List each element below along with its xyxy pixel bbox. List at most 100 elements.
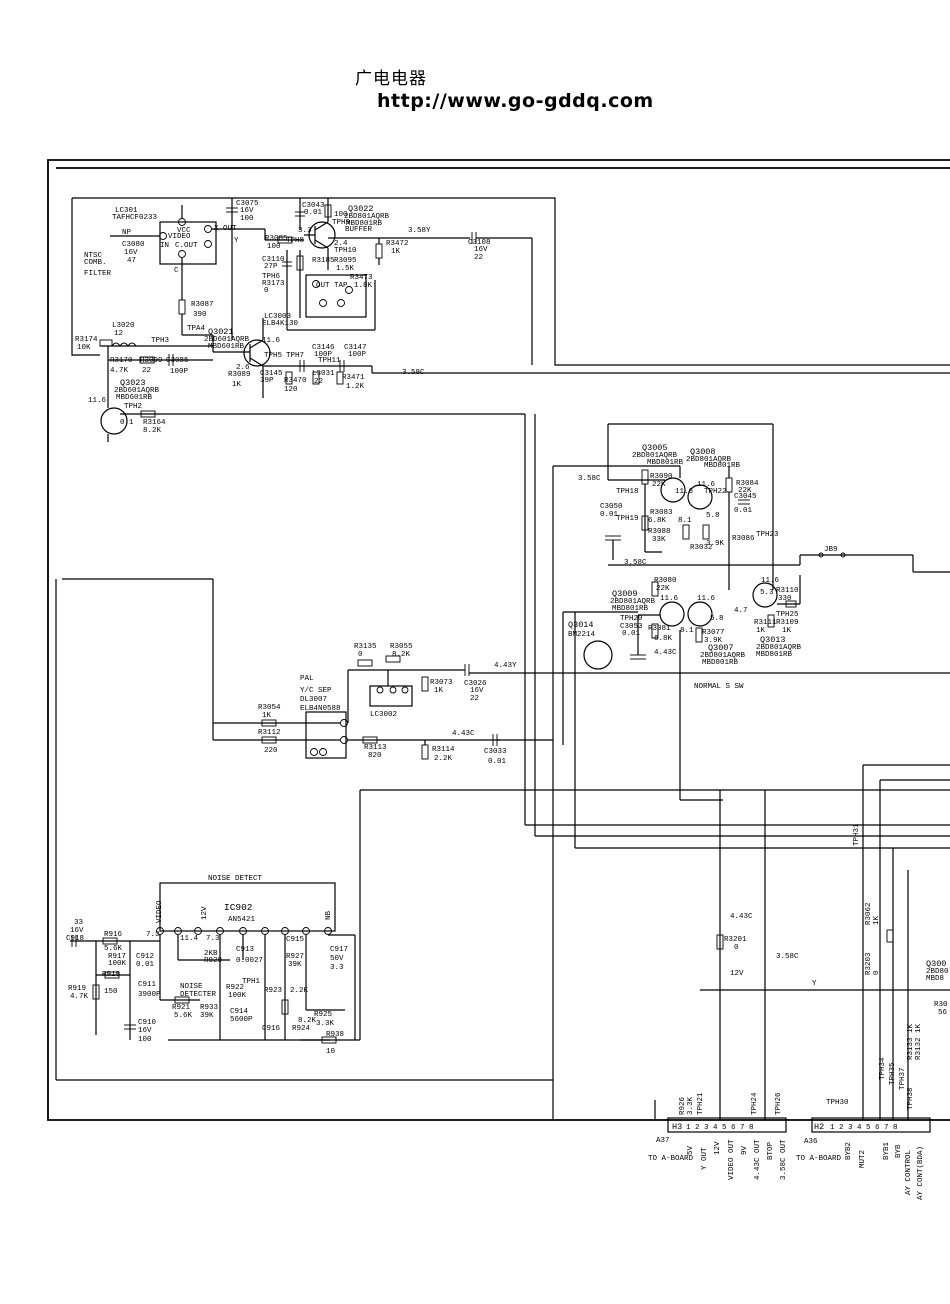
r3472-v-label: 1K	[391, 248, 401, 256]
c916-label: C916	[262, 1025, 281, 1033]
out-tap-label: OUT TAP	[316, 282, 348, 290]
tph19-label: TPH19	[616, 515, 639, 523]
r3112-v-label: 220	[264, 747, 278, 755]
c918-label: C918	[66, 935, 84, 943]
detecter-label: DETECTER	[180, 991, 217, 999]
connector-bus-section	[525, 414, 950, 1133]
site-url[interactable]: http://www.go-gddq.com	[377, 90, 654, 112]
r3201-label: R3201	[724, 936, 747, 944]
pal-yc-separator-section	[62, 578, 950, 760]
tph3-label: TPH3	[151, 337, 170, 345]
r3132-label: R3132 1K	[915, 1023, 923, 1060]
sig-ayc1-label: AY CONTROL	[905, 1149, 913, 1195]
r3173-label: R3173	[262, 280, 285, 288]
r3054-v-label: 1K	[262, 712, 272, 720]
v116c-label: 11.6	[675, 488, 694, 496]
q3023-transistor	[100, 407, 128, 435]
r3164-label: R3164	[143, 419, 166, 427]
vcc-label: VCC	[177, 227, 191, 235]
c917-v-label: 50V	[330, 955, 344, 963]
comb-label: COMB.	[84, 259, 107, 267]
c3108-label: C3108	[468, 239, 491, 247]
v73b-label: 7.3	[206, 935, 220, 943]
dl3007-label: DL3007	[300, 696, 327, 704]
ycsep-label: Y/C SEP	[300, 687, 332, 695]
c912-label: C912	[136, 953, 154, 961]
r3062-label: R3062	[865, 902, 873, 925]
v81b-label: 8.1	[680, 627, 694, 635]
c3145-label: C3145	[260, 370, 283, 378]
r3472-label: R3472	[386, 240, 409, 248]
filter-label: FILTER	[84, 270, 112, 278]
v358c-b-label: 3.58C	[578, 475, 601, 483]
r917-v-label: 100K	[108, 960, 127, 968]
r925-v-label: 3.3K	[316, 1020, 335, 1028]
c915-label: C915	[286, 936, 305, 944]
site-name: 广电电器	[355, 69, 427, 89]
tph6-label: TPH6	[262, 273, 281, 281]
c3043-label: C3043	[302, 202, 325, 210]
sig-videoout-label: VIDEO OUT	[728, 1139, 736, 1180]
r926-v-label: 3.3K	[687, 1096, 695, 1115]
lc3003-p-label: ELB4K130	[262, 320, 299, 328]
v58a-label: 5.8	[706, 512, 720, 520]
r3087-label: R3087	[191, 301, 214, 309]
q3009-p2-label: MBD801RB	[612, 605, 649, 613]
h3-label: H3	[672, 1122, 682, 1132]
c3026-c-label: 22	[470, 695, 479, 703]
c911-v-label: 3900P	[138, 991, 161, 999]
lc301-comb-filter	[159, 221, 217, 265]
l3020-label: L3020	[112, 322, 135, 330]
q3007-transistor	[687, 601, 713, 627]
tph21-label: TPH21	[697, 1092, 705, 1115]
r3135-label: R3135	[354, 643, 377, 651]
c918-a-label: 33	[74, 919, 84, 927]
r920-label: R920	[204, 957, 223, 965]
lc301-label: LC301	[115, 207, 138, 215]
sig-byb2-label: BYB2	[845, 1142, 853, 1160]
tph34-label: TPH34	[879, 1057, 887, 1080]
v358c-a-label: 3.58C	[402, 369, 425, 377]
v24-label: 2.4	[334, 240, 348, 248]
q3008-transistor	[687, 484, 713, 510]
ic902-chip	[159, 882, 336, 932]
r3170-label: R3170	[110, 357, 133, 365]
r3089-v-label: 1K	[232, 381, 242, 389]
v47-label: 4.7	[734, 607, 748, 615]
tph5-label: TPH5	[264, 352, 283, 360]
r3055-v-label: 8.2K	[392, 651, 411, 659]
r933-v-label: 39K	[200, 1012, 214, 1020]
q300x-p1-label: 2BD80	[926, 968, 949, 976]
r3112-label: R3112	[258, 729, 281, 737]
dl3007-delay-line	[305, 711, 347, 759]
r927-v-label: 39K	[288, 961, 302, 969]
r3203-v-label: 0	[873, 970, 881, 975]
c913-v-label: 0.0027	[236, 957, 263, 965]
c3026-label: C3026	[464, 680, 487, 688]
r926-label: R926	[679, 1096, 687, 1115]
r3111-v-label: 1K	[756, 627, 766, 635]
v116b-label: 11.6	[88, 397, 107, 405]
lc3002-coil	[369, 685, 413, 707]
r922-label: R922	[226, 984, 244, 992]
q3005-p1-label: 2BD801AQRB	[632, 452, 678, 460]
v116a-label: 11.6	[262, 337, 281, 345]
c3145-v-label: 39P	[260, 377, 274, 385]
c3053-label: C3053	[620, 623, 643, 631]
tph38-label: TPH38	[907, 1087, 915, 1110]
r3055-label: R3055	[390, 643, 413, 651]
r2kb-label: 2KB	[204, 950, 218, 958]
tph1-label: TPH1	[242, 978, 261, 986]
dl3007-p-label: ELB4N0588	[300, 705, 341, 713]
a37-label: A37	[656, 1137, 670, 1145]
q3013-p2-label: MBD801RB	[756, 651, 793, 659]
q3008-p2-label: MBD801RB	[704, 462, 741, 470]
c3146-label: C3146	[312, 344, 335, 352]
tph35-label: TPH35	[889, 1062, 897, 1085]
c3080-v-label: 16V	[124, 249, 138, 257]
q3008-p1-label: 2BD801AQRB	[686, 456, 732, 464]
q3014-p-label: BM2214	[568, 631, 596, 639]
sig-yout-label: Y OUT	[701, 1147, 709, 1170]
r3470-v-label: 120	[284, 386, 298, 394]
r3099-v-label: 22	[142, 367, 151, 375]
